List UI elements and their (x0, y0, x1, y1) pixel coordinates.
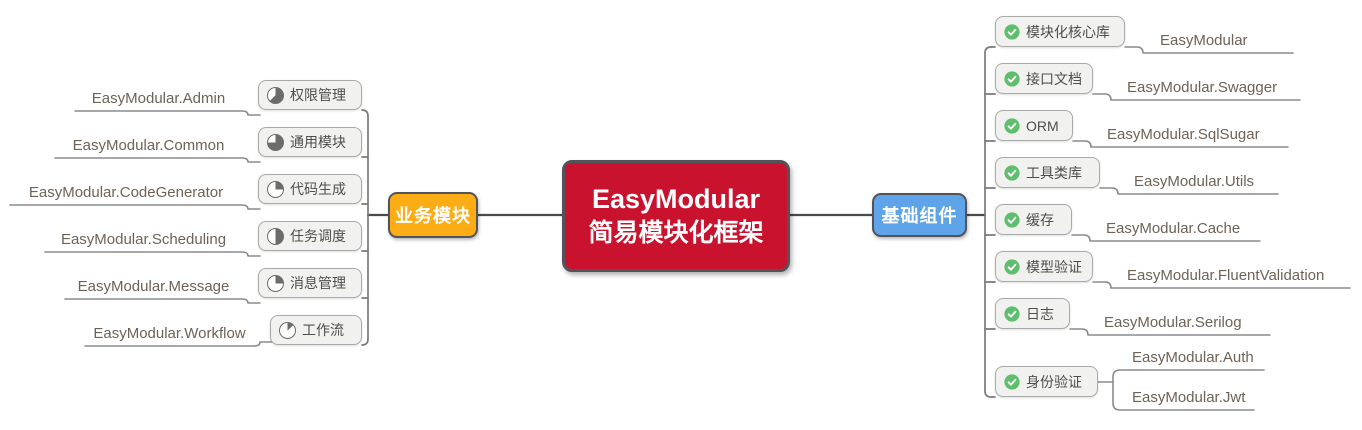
pkg-easymodular-common[interactable]: EasyModular.Common (72, 137, 225, 154)
pkg-easymodular-sqlsugar[interactable]: EasyModular.SqlSugar (1107, 126, 1260, 143)
topic-codegen-label: 代码生成 (290, 181, 346, 197)
check-circle-icon (1004, 23, 1020, 40)
pkg-easymodular-fluentvalidation[interactable]: EasyModular.FluentValidation (1127, 267, 1325, 284)
topic-common-label: 通用模块 (290, 134, 346, 150)
progress-pie-1-4-icon (267, 274, 284, 292)
branch-base-components[interactable]: 基础组件 (872, 193, 967, 237)
topic-workflow-label: 工作流 (302, 322, 344, 338)
progress-pie-1-2-icon (267, 227, 284, 245)
check-circle-icon (1004, 211, 1020, 228)
topic-message[interactable]: 消息管理 (258, 268, 362, 298)
pkg-easymodular-codegenerator[interactable]: EasyModular.CodeGenerator (28, 184, 224, 201)
topic-scheduling[interactable]: 任务调度 (258, 221, 362, 251)
root-title: EasyModular (591, 183, 761, 214)
pkg-easymodular-jwt[interactable]: EasyModular.Jwt (1132, 389, 1246, 406)
topic-codegen[interactable]: 代码生成 (258, 174, 362, 204)
topic-core-lib[interactable]: 模块化核心库 (995, 16, 1125, 47)
root-subtitle: 简易模块化框架 (588, 218, 764, 247)
check-circle-icon (1004, 70, 1020, 87)
progress-pie-1-8-icon (279, 321, 296, 339)
pkg-easymodular-auth[interactable]: EasyModular.Auth (1132, 349, 1254, 366)
topic-orm-label: ORM (1026, 117, 1059, 134)
topic-permission-label: 权限管理 (290, 87, 346, 103)
topic-utils-label: 工具类库 (1026, 164, 1082, 181)
topic-auth[interactable]: 身份验证 (995, 366, 1098, 397)
topic-scheduling-label: 任务调度 (290, 228, 346, 244)
topic-validation[interactable]: 模型验证 (995, 251, 1093, 282)
branch-business-label: 业务模块 (395, 206, 471, 226)
topic-api-docs[interactable]: 接口文档 (995, 63, 1093, 94)
check-circle-icon (1004, 258, 1020, 275)
root-node[interactable]: EasyModular 简易模块化框架 (562, 160, 790, 272)
pkg-easymodular-message[interactable]: EasyModular.Message (77, 278, 230, 295)
pkg-easymodular[interactable]: EasyModular (1160, 32, 1248, 49)
branch-base-label: 基础组件 (881, 206, 958, 226)
topic-permission[interactable]: 权限管理 (258, 80, 362, 110)
pkg-easymodular-admin[interactable]: EasyModular.Admin (91, 90, 226, 107)
topic-logging[interactable]: 日志 (995, 298, 1070, 329)
progress-pie-3-4-icon (267, 133, 284, 151)
topic-common[interactable]: 通用模块 (258, 127, 362, 157)
pkg-easymodular-serilog[interactable]: EasyModular.Serilog (1104, 314, 1242, 331)
pkg-easymodular-workflow[interactable]: EasyModular.Workflow (93, 325, 246, 342)
branch-business-modules[interactable]: 业务模块 (388, 192, 478, 238)
pkg-easymodular-cache[interactable]: EasyModular.Cache (1106, 220, 1241, 237)
topic-cache-label: 缓存 (1026, 211, 1054, 228)
topic-auth-label: 身份验证 (1026, 373, 1082, 390)
topic-utils[interactable]: 工具类库 (995, 157, 1100, 188)
topic-api-docs-label: 接口文档 (1026, 70, 1082, 87)
topic-orm[interactable]: ORM (995, 110, 1073, 141)
check-circle-icon (1004, 164, 1020, 181)
topic-logging-label: 日志 (1026, 305, 1054, 322)
progress-pie-5-8-icon (267, 86, 284, 104)
topic-validation-label: 模型验证 (1026, 258, 1082, 275)
topic-message-label: 消息管理 (290, 275, 346, 291)
spine-connectors (361, 46, 996, 398)
leaf-underlines (9, 46, 1351, 411)
topic-core-lib-label: 模块化核心库 (1026, 23, 1110, 40)
check-circle-icon (1004, 373, 1020, 390)
check-circle-icon (1004, 305, 1020, 322)
pkg-easymodular-utils[interactable]: EasyModular.Utils (1134, 173, 1255, 190)
progress-pie-1-4-icon (267, 180, 284, 198)
topic-workflow[interactable]: 工作流 (270, 315, 362, 345)
pkg-easymodular-scheduling[interactable]: EasyModular.Scheduling (60, 231, 227, 248)
topic-cache[interactable]: 缓存 (995, 204, 1072, 235)
check-circle-icon (1004, 117, 1020, 134)
pkg-easymodular-swagger[interactable]: EasyModular.Swagger (1127, 79, 1278, 96)
